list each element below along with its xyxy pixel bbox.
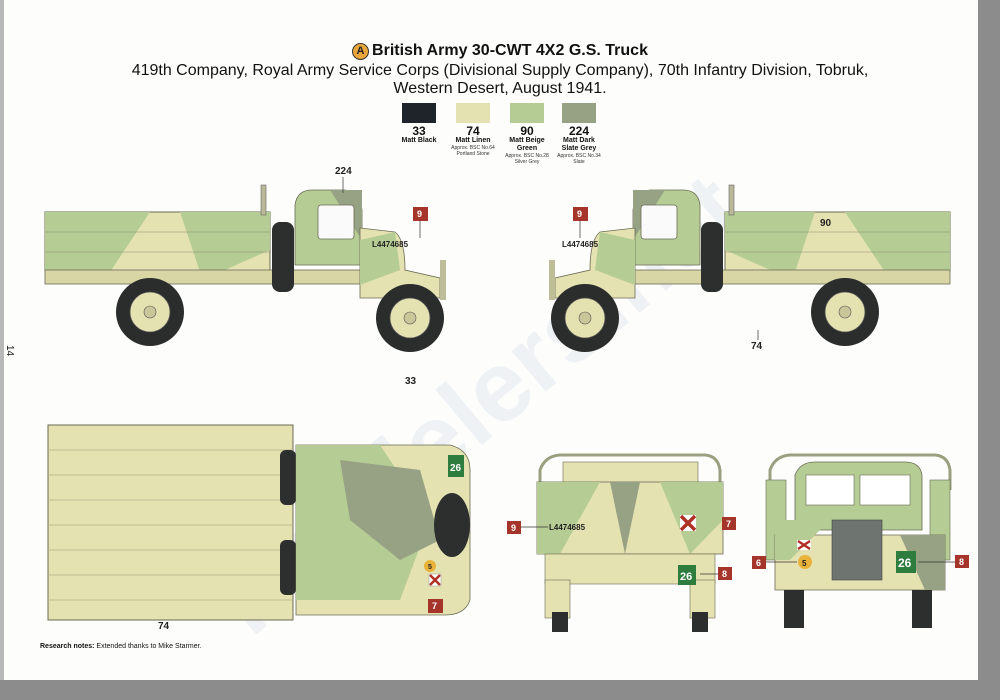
side-view-right (548, 184, 951, 353)
subtitle-line-1: 419th Company, Royal Army Service Corps … (131, 62, 869, 79)
serial-number-right: L4474685 (562, 240, 599, 249)
rear-view: 26 L4474685 (536, 453, 724, 632)
swatch-note: Approx. BSC No.64 Portland Stone (451, 145, 495, 157)
unit-number-top: 26 (450, 463, 462, 474)
page-edge-left (0, 0, 4, 700)
swatch-name: Matt Black (401, 137, 437, 144)
side-view-left (44, 184, 447, 353)
swatch-chip (402, 103, 436, 123)
swatch-name: Matt Beige Green (509, 137, 545, 152)
formation-sign-top: 5 (428, 564, 432, 571)
callout-9-rear: 9 (511, 523, 516, 533)
paint-label-33: 33 (405, 376, 417, 387)
serial-number-left: L4474685 (372, 240, 409, 249)
callout-7-rear: 7 (726, 519, 731, 529)
paint-label-224: 224 (335, 166, 352, 177)
swatch-code: 90 (520, 124, 534, 138)
swatch-code: 74 (466, 124, 480, 138)
front-view: 5 26 (765, 453, 952, 628)
callout-9-left: 9 (417, 209, 422, 219)
swatch-name: Matt Dark Slate Grey (561, 137, 597, 152)
callout-7-top: 7 (432, 601, 437, 611)
callout-8-front: 8 (959, 557, 964, 567)
paint-label-90: 90 (820, 218, 832, 229)
swatch-note: Approx. BSC No.34 Slate (557, 153, 601, 165)
swatch-code: 224 (568, 124, 590, 138)
callout-8-rear: 8 (722, 569, 727, 579)
callout-9-right: 9 (577, 209, 582, 219)
serial-number-rear: L4474685 (549, 523, 586, 532)
formation-sign-front: 5 (802, 559, 807, 568)
subtitle-line-2: Western Desert, August 1941. (393, 80, 607, 97)
unit-number-front: 26 (898, 556, 912, 570)
scheme-title-text: British Army 30-CWT 4X2 G.S. Truck (372, 42, 648, 59)
swatch-code: 33 (412, 124, 426, 138)
paint-label-74-top: 74 (158, 621, 170, 632)
callout-6-front: 6 (756, 558, 761, 568)
research-notes-text: Extended thanks to Mike Starmer. (96, 643, 202, 650)
page-edge-right (978, 0, 1000, 700)
paint-label-74: 74 (751, 341, 763, 352)
swatch-chip (510, 103, 544, 123)
scheme-badge: A (352, 43, 370, 60)
unit-number-rear: 26 (680, 571, 692, 583)
research-notes-label: Research notes: (40, 643, 95, 650)
swatch-chip (456, 103, 490, 123)
page-edge-bottom (0, 680, 1000, 700)
top-view: 26 5 (47, 424, 471, 621)
research-notes: Research notes: Extended thanks to Mike … (40, 643, 201, 650)
swatch-chip (562, 103, 596, 123)
swatch-name: Matt Linen (455, 137, 491, 144)
swatch-note: Approx. BSC No.28 Silver Grey (505, 153, 549, 165)
